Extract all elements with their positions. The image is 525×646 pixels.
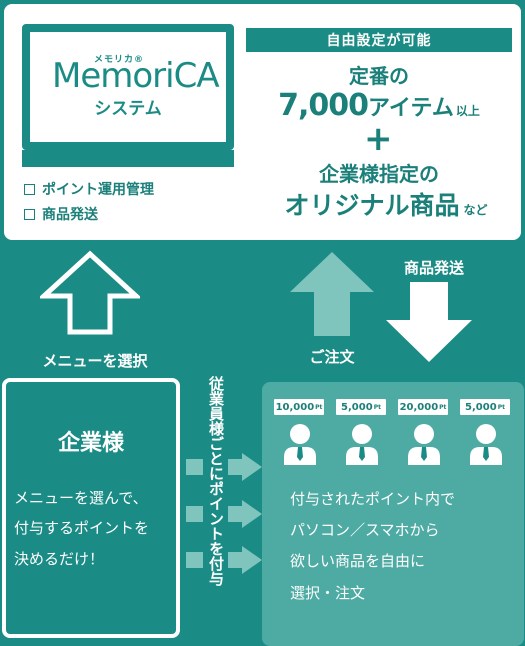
ship-label: 商品発送 xyxy=(403,259,464,277)
employee-desc-line: 欲しい商品を自由に xyxy=(290,552,426,570)
system-label: システム xyxy=(94,99,162,119)
employee-desc-line: 付与されたポイント内で xyxy=(290,490,456,508)
person-icon xyxy=(284,424,316,465)
company-desc-line: メニューを選んで、 xyxy=(14,489,148,507)
person-icon xyxy=(346,424,378,465)
employee-desc-line: 選択・注文 xyxy=(290,584,366,602)
items-suffix: 以上 xyxy=(455,104,480,118)
point-unit: Pt xyxy=(315,403,323,411)
employee-panel xyxy=(262,382,524,646)
feature-shipping: 商品発送 xyxy=(24,204,98,224)
checkbox-icon xyxy=(24,183,35,195)
logo-small-text: メモリカ® xyxy=(94,55,145,65)
company-desc-line: 付与するポイントを xyxy=(14,519,150,537)
point-unit: Pt xyxy=(373,403,381,411)
original-products-line: オリジナル商品 など xyxy=(246,186,525,222)
point-value: 5,000 xyxy=(465,401,497,413)
right-arrow-icon xyxy=(186,546,262,574)
items-word: アイテム xyxy=(368,96,454,121)
company-specified-label: 企業様指定の xyxy=(319,162,439,186)
person-icon xyxy=(408,424,440,465)
feature-point-management: ポイント運用管理 xyxy=(24,179,154,199)
company-title: 企業様 xyxy=(57,431,124,456)
select-menu-label: メニューを選択 xyxy=(42,352,148,370)
point-value: 20,000 xyxy=(399,401,439,413)
items-count-line: 7,000 アイテム 以上 xyxy=(246,88,512,123)
checkbox-icon xyxy=(24,208,35,220)
up-arrow-icon xyxy=(290,252,374,336)
original-products: オリジナル商品 xyxy=(284,191,460,220)
vertical-grant-points-text: 従業員様ごとにポイントを付与 xyxy=(207,376,225,586)
original-suffix: など xyxy=(463,203,488,217)
company-desc-line: 決めるだけ！ xyxy=(14,550,105,568)
plus-icon: + xyxy=(364,119,393,159)
monitor-base xyxy=(22,150,234,167)
company-box xyxy=(2,378,180,638)
monitor-icon xyxy=(22,24,234,150)
point-unit: Pt xyxy=(497,403,505,411)
point-unit: Pt xyxy=(439,403,447,411)
feature-label: 商品発送 xyxy=(42,207,98,223)
order-label: ご注文 xyxy=(309,348,355,366)
feature-label: ポイント運用管理 xyxy=(42,182,154,198)
free-setting-banner: 自由設定が可能 xyxy=(246,28,512,52)
right-arrow-icon xyxy=(186,453,262,481)
up-arrow-outline-icon xyxy=(40,250,140,335)
employee-desc-line: パソコン／スマホから xyxy=(290,521,440,539)
point-value: 10,000 xyxy=(275,401,315,413)
right-arrow-icon xyxy=(186,500,262,528)
standard-label: 定番の xyxy=(349,64,409,88)
down-arrow-icon xyxy=(386,282,472,362)
items-count: 7,000 xyxy=(278,88,369,123)
person-icon xyxy=(470,424,502,465)
memorica-logo: MemoriCA xyxy=(52,56,220,96)
point-value: 5,000 xyxy=(341,401,373,413)
